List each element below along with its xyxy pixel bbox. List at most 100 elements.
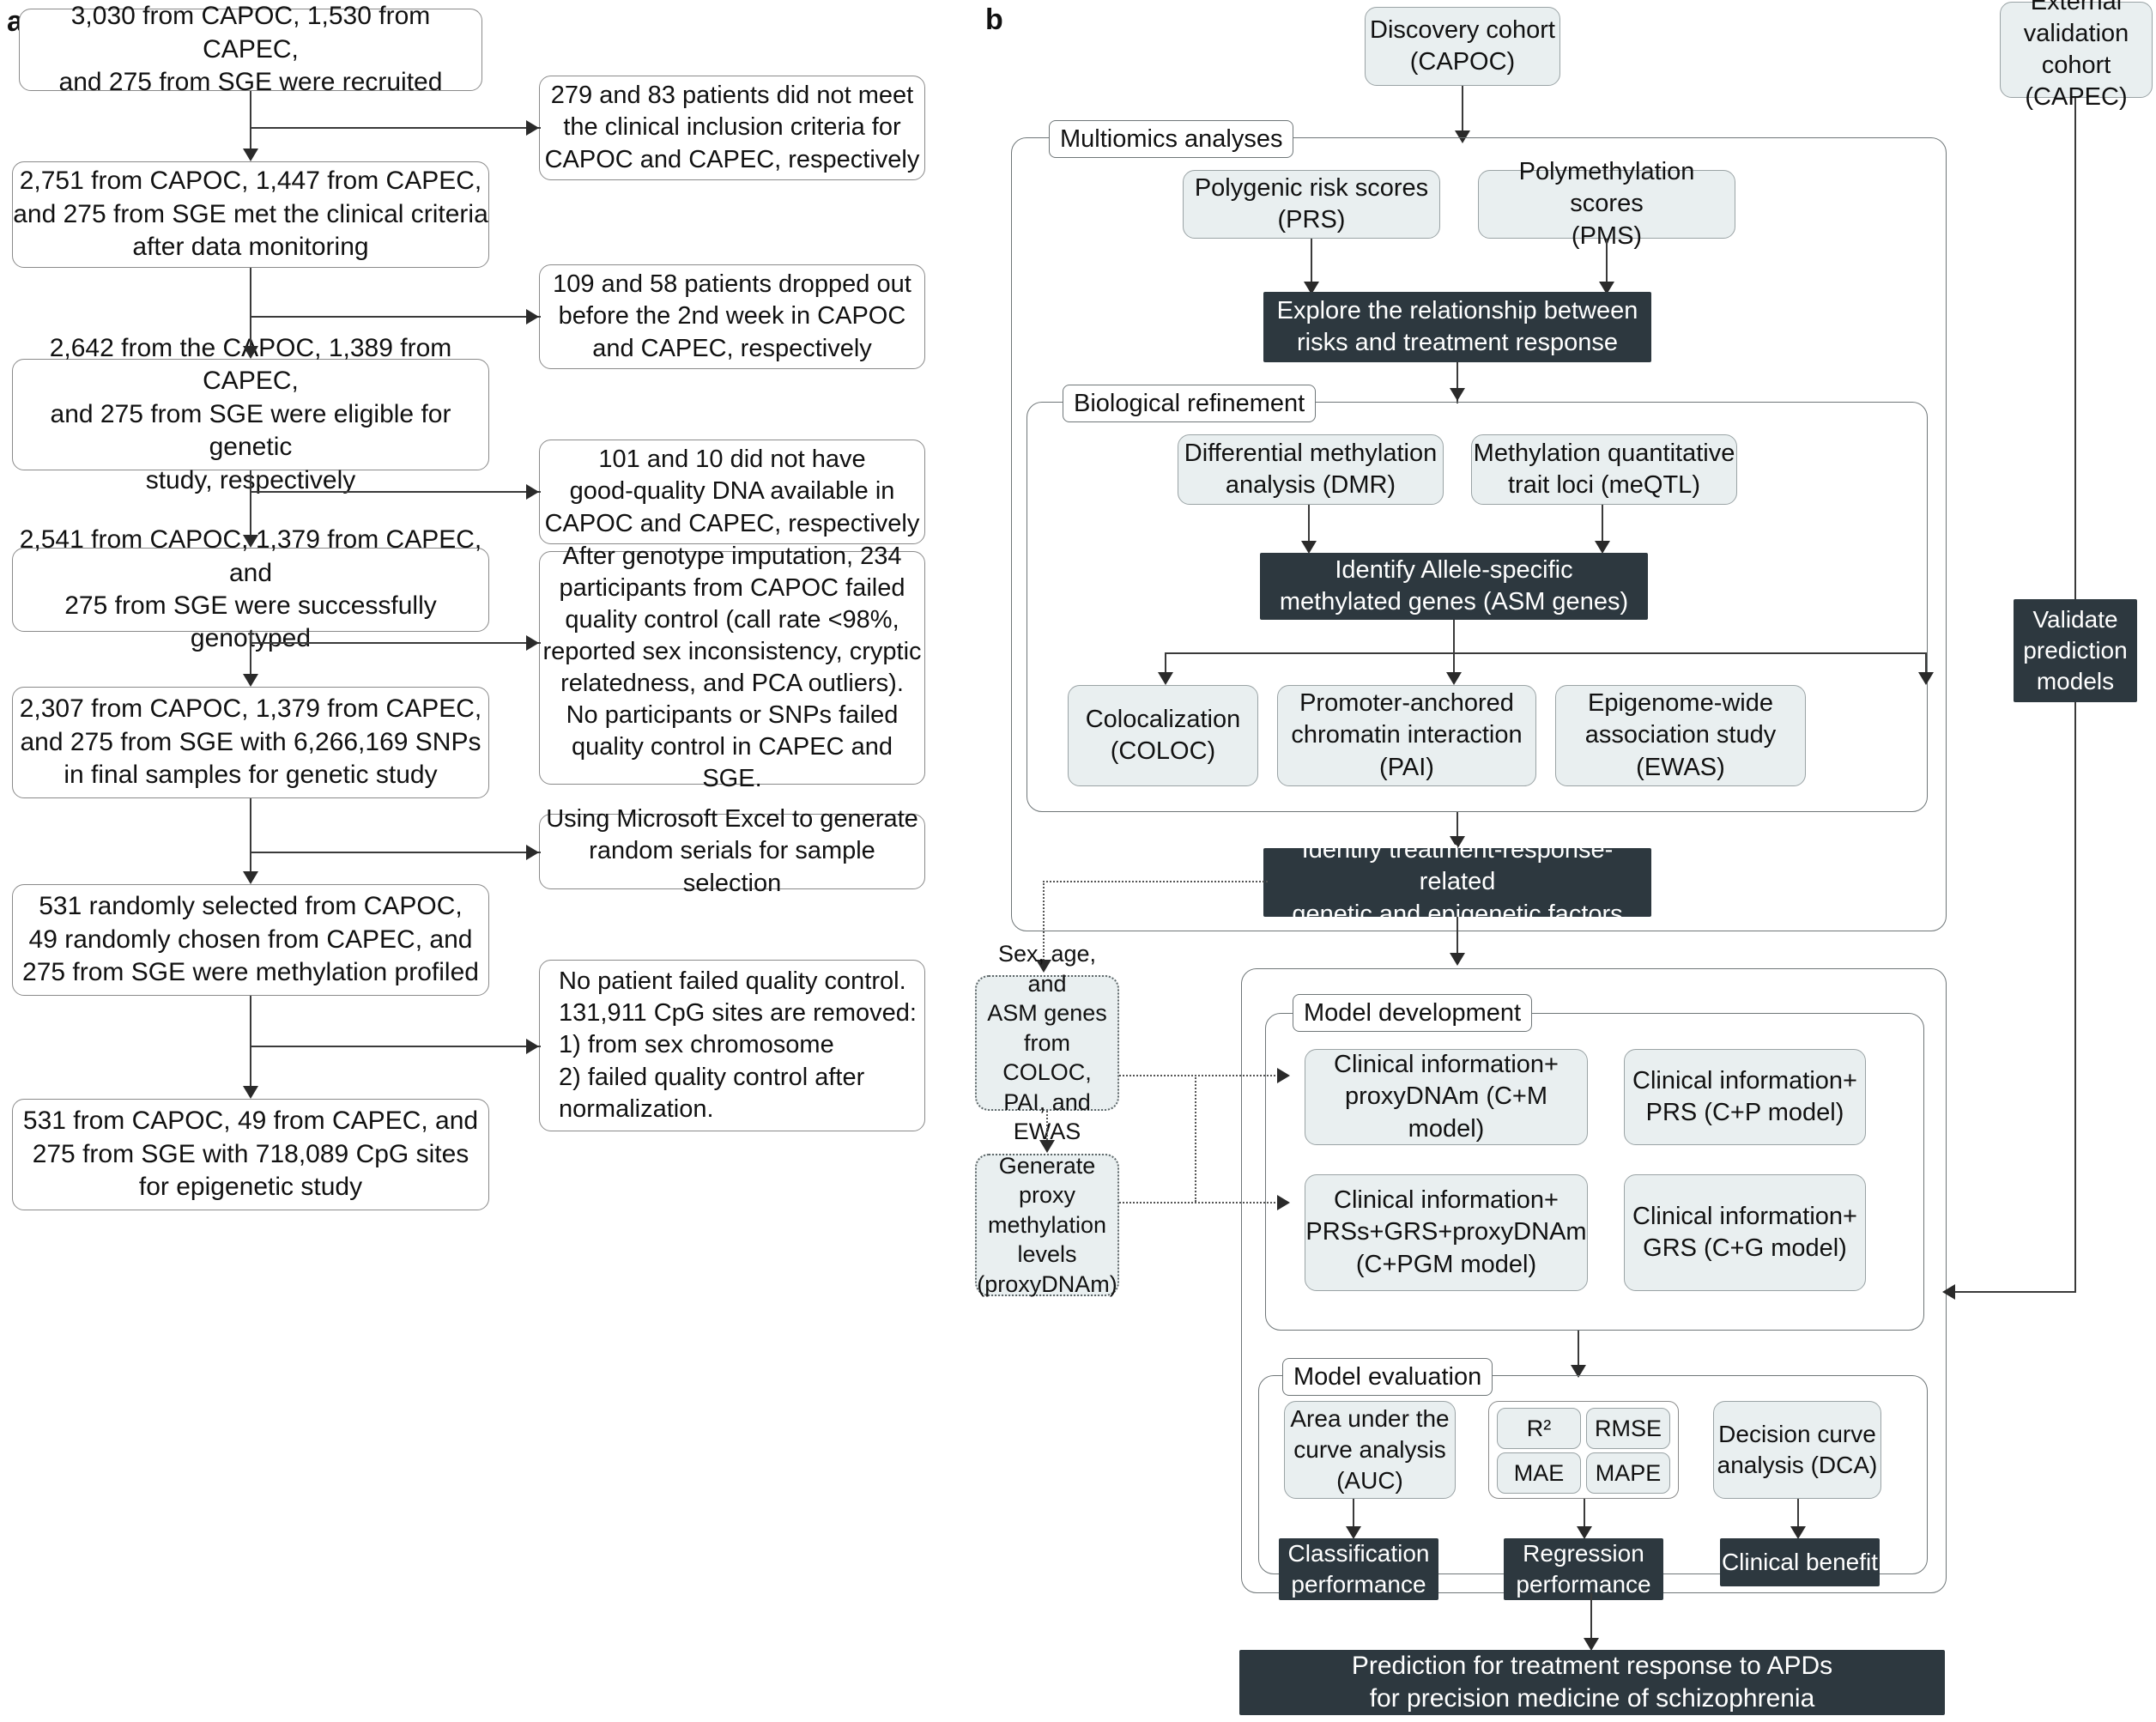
model-box-cp: Clinical information+ PRS (C+P model) — [1624, 1049, 1866, 1145]
flow-box-eligible-genetic: 2,642 from the CAPOC, 1,389 from CAPEC, … — [12, 334, 489, 494]
arrowhead-metrics-down — [1577, 1526, 1592, 1539]
explore-relationship-box: Explore the relationship between risks a… — [1263, 292, 1651, 362]
arrowhead-pms-down — [1599, 282, 1614, 294]
arrowhead-a2 — [243, 346, 258, 359]
clinical-benefit-box: Clinical benefit — [1720, 1538, 1880, 1586]
final-output-box: Prediction for treatment response to APD… — [1239, 1650, 1945, 1715]
arrowhead-a5 — [243, 871, 258, 884]
connector-metrics-down — [1584, 1499, 1585, 1537]
flow-box-met-criteria: 2,751 from CAPOC, 1,447 from CAPEC, and … — [12, 161, 489, 268]
biological-refinement-frame-label: Biological refinement — [1063, 385, 1317, 422]
connector-explore-down — [1457, 362, 1458, 403]
multiomics-frame — [1011, 137, 1947, 931]
connector-asm-right — [1925, 652, 1927, 672]
pai-box: Promoter-anchored chromatin interaction … — [1277, 685, 1536, 786]
dotted-connector-factors-left — [1043, 881, 1268, 882]
model-box-cm: Clinical information+ proxyDNAm (C+M mod… — [1305, 1049, 1588, 1145]
connector-model-dev-down — [1578, 1331, 1579, 1373]
external-validation-cohort-box: External validation cohort (CAPEC) — [2000, 0, 2153, 111]
identify-asm-genes-box: Identify Allele-specific methylated gene… — [1260, 553, 1648, 620]
arrowhead-model-dev-down — [1571, 1365, 1586, 1378]
classification-performance-box: Classification performance — [1279, 1538, 1438, 1600]
connector-auc-down — [1353, 1499, 1354, 1537]
arrowhead-a4-branch — [526, 635, 539, 651]
discovery-cohort-box: Discovery cohort (CAPOC) — [1365, 7, 1560, 86]
arrowhead-discovery-down — [1455, 130, 1470, 143]
prs-box: Polygenic risk scores (PRS) — [1183, 170, 1440, 239]
arrowhead-cm-model — [1277, 1068, 1290, 1083]
exclusion-box-dna-quality: 101 and 10 did not have good-quality DNA… — [539, 440, 925, 544]
connector-final-down — [1590, 1593, 1592, 1646]
metric-rmse: RMSE — [1586, 1408, 1670, 1449]
connector-dmr-down — [1308, 505, 1310, 543]
connector-a6-branch — [250, 1046, 541, 1047]
generate-proxy-dnam-box: Generate proxy methylation levels (proxy… — [975, 1153, 1119, 1297]
arrowhead-a6 — [243, 1086, 258, 1099]
dotted-connector-from-sex-age — [1119, 1075, 1196, 1076]
connector-prs-down — [1311, 239, 1312, 282]
connector-factors-down — [1457, 917, 1458, 961]
connector-external-into-models — [1955, 1291, 2076, 1293]
arrowhead-external-into-models — [1942, 1284, 1955, 1300]
sex-age-asm-genes-box: Sex, age, and ASM genes from COLOC, PAI,… — [975, 941, 1119, 1144]
connector-a5 — [250, 798, 251, 871]
arrowhead-a2-branch — [526, 309, 539, 324]
arrowhead-proxy-dnam — [1039, 1140, 1055, 1153]
model-box-cpgm: Clinical information+ PRSs+GRS+proxyDNAm… — [1305, 1174, 1588, 1291]
exclusion-box-excel-random: Using Microsoft Excel to generate random… — [539, 805, 925, 897]
auc-box: Area under the curve analysis (AUC) — [1284, 1401, 1456, 1499]
connector-a1 — [250, 91, 251, 149]
model-development-frame-label: Model development — [1293, 994, 1533, 1032]
connector-asm-mid — [1453, 652, 1455, 672]
connector-dca-down — [1797, 1499, 1799, 1537]
pms-box: Polymethylation scores (PMS) — [1478, 158, 1735, 250]
meqtl-box: Methylation quantitative trait loci (meQ… — [1471, 434, 1737, 505]
arrowhead-pai — [1446, 672, 1462, 685]
arrowhead-a3-branch — [526, 484, 539, 500]
validate-prediction-models-box: Validate prediction models — [2014, 599, 2137, 702]
dmr-box: Differential methylation analysis (DMR) — [1178, 434, 1444, 505]
connector-external-down-1 — [2074, 98, 2076, 599]
arrowhead-sex-age-asm — [1036, 960, 1051, 973]
connector-discovery-down — [1462, 86, 1463, 130]
dotted-connector-vertical-models — [1195, 1075, 1196, 1202]
arrowhead-dmr-down — [1301, 541, 1317, 554]
connector-meqtl-down — [1602, 505, 1603, 543]
connector-asm-bus — [1165, 652, 1927, 654]
connector-refinement-down — [1457, 812, 1458, 848]
regression-performance-box: Regression performance — [1504, 1538, 1663, 1600]
arrowhead-a3 — [243, 535, 258, 548]
arrowhead-auc-down — [1346, 1526, 1361, 1539]
arrowhead-coloc — [1158, 672, 1173, 685]
connector-asm-stem — [1453, 620, 1455, 652]
model-development-frame — [1265, 1013, 1924, 1331]
connector-a3 — [250, 470, 251, 535]
arrowhead-dca-down — [1790, 1526, 1806, 1539]
exclusion-box-cpg-removed: No patient failed quality control. 131,9… — [539, 960, 925, 1131]
dotted-connector-down-to-sex-age — [1043, 881, 1045, 963]
ewas-box: Epigenome-wide association study (EWAS) — [1555, 685, 1806, 786]
connector-pms-down — [1606, 239, 1608, 282]
flow-box-methylation-profiled: 531 randomly selected from CAPOC, 49 ran… — [12, 884, 489, 996]
arrowhead-factors-down — [1450, 953, 1465, 966]
exclusion-box-genotype-qc: After genotype imputation, 234 participa… — [539, 543, 925, 792]
arrowhead-a5-branch — [526, 845, 539, 860]
flow-box-recruited: 3,030 from CAPOC, 1,530 from CAPEC, and … — [19, 2, 482, 96]
dca-box: Decision curve analysis (DCA) — [1713, 1401, 1881, 1499]
biological-refinement-frame — [1027, 402, 1928, 812]
arrowhead-explore-down — [1450, 388, 1465, 401]
flow-box-final-cpg: 531 from CAPOC, 49 from CAPEC, and 275 f… — [12, 1099, 489, 1210]
flow-box-genotyped: 2,541 from CAPOC, 1,379 from CAPEC, and … — [12, 525, 489, 652]
connector-a5-branch — [250, 852, 541, 853]
connector-a2-branch — [250, 316, 541, 318]
arrowhead-meqtl-down — [1595, 541, 1610, 554]
arrowhead-ewas — [1918, 672, 1934, 685]
coloc-box: Colocalization (COLOC) — [1068, 685, 1258, 786]
model-box-cg: Clinical information+ GRS (C+G model) — [1624, 1174, 1866, 1291]
arrowhead-a1-branch — [526, 120, 539, 136]
connector-a4 — [250, 632, 251, 674]
arrowhead-cpgm-model — [1277, 1195, 1290, 1210]
dotted-connector-to-cpgm-model — [1119, 1202, 1279, 1204]
connector-a6 — [250, 996, 251, 1086]
